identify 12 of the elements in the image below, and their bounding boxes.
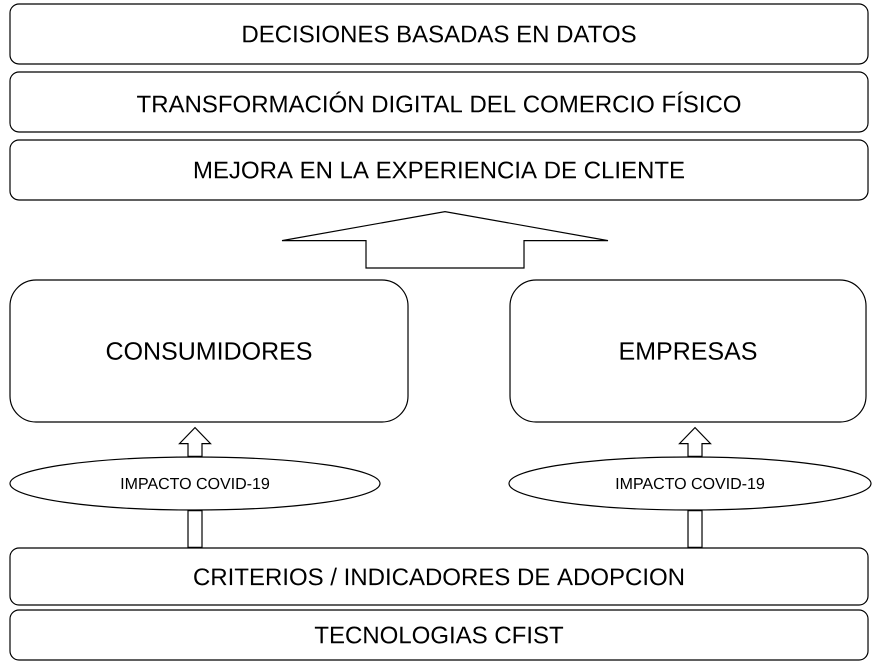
block-arrow	[678, 426, 712, 457]
rounded-box: CONSUMIDORES	[9, 279, 409, 423]
strip-box: TECNOLOGIAS CFIST	[9, 609, 869, 661]
strip-box: CRITERIOS / INDICADORES DE ADOPCION	[9, 547, 869, 606]
block-arrow	[187, 510, 203, 548]
strip-box: MEJORA EN LA EXPERIENCIA DE CLIENTE	[9, 139, 869, 201]
block-arrow	[687, 510, 703, 548]
strip-box: DECISIONES BASADAS EN DATOS	[9, 3, 869, 65]
block-arrow	[281, 211, 609, 269]
rounded-box: EMPRESAS	[509, 279, 867, 423]
strip-box: TRANSFORMACIÓN DIGITAL DEL COMERCIO FÍSICO	[9, 71, 869, 133]
block-arrow	[178, 426, 212, 457]
